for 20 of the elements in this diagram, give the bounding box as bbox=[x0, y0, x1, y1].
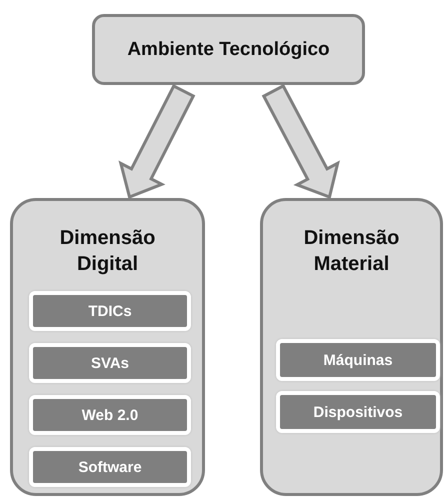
node-label: TDICs bbox=[88, 302, 132, 320]
item-box bbox=[29, 343, 191, 383]
container-box bbox=[10, 198, 205, 496]
item-box bbox=[276, 391, 440, 433]
node-label: Dimensão Material bbox=[303, 226, 400, 277]
block-arrow bbox=[262, 84, 340, 199]
container-box bbox=[260, 198, 443, 496]
item-box bbox=[29, 291, 191, 331]
node-label: Web 2.0 bbox=[82, 406, 138, 424]
node-label: Dimensão Digital bbox=[58, 226, 156, 277]
node-label: Ambiente Tecnológico bbox=[127, 38, 330, 60]
node-label: SVAs bbox=[90, 354, 130, 372]
node-label: Máquinas bbox=[323, 352, 393, 368]
title-box bbox=[92, 14, 365, 85]
node-label: Dispositivos bbox=[313, 404, 403, 420]
block-arrow bbox=[118, 84, 196, 200]
item-box bbox=[276, 339, 440, 381]
node-label: Software bbox=[78, 458, 142, 476]
item-box bbox=[29, 395, 191, 435]
item-box bbox=[29, 447, 191, 487]
